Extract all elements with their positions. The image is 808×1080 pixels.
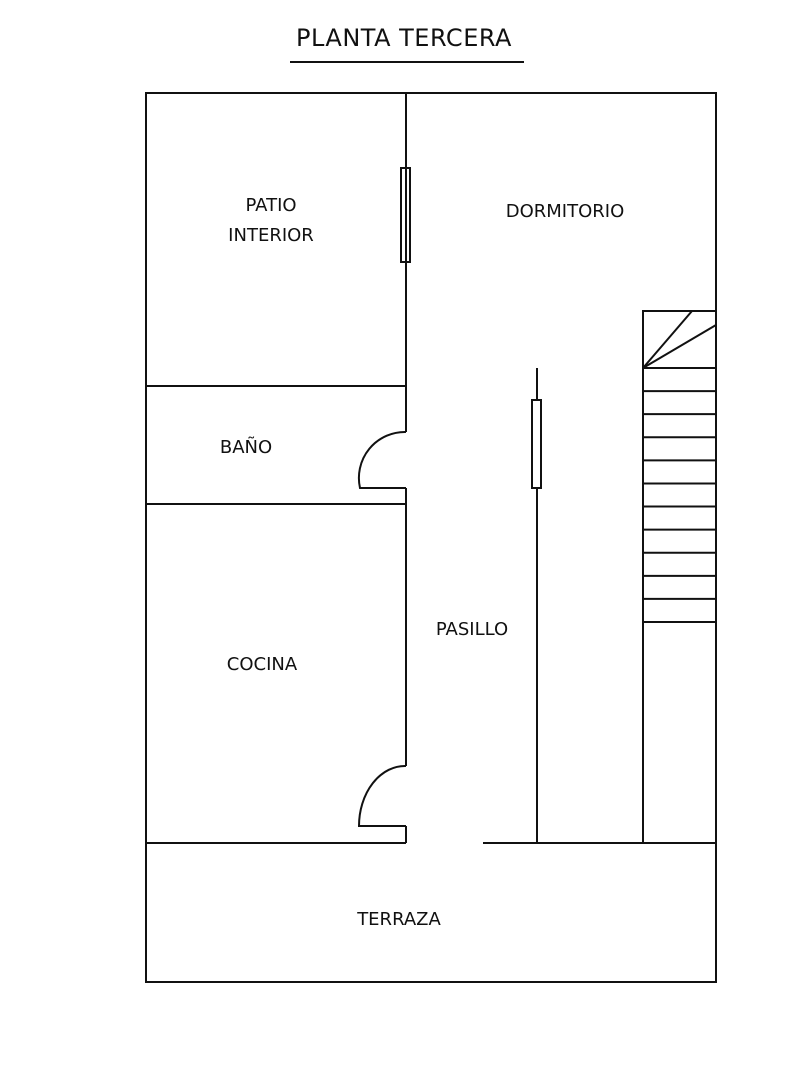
- room-label-patio-line2: INTERIOR: [228, 225, 314, 246]
- room-label-patio-line1: PATIO: [245, 195, 297, 216]
- room-label-terraza: TERRAZA: [357, 909, 441, 930]
- stair-diagonal-2: [642, 324, 717, 369]
- room-label-pasillo: PASILLO: [435, 619, 509, 640]
- staircase-outline: [642, 310, 717, 844]
- staircase: [642, 310, 717, 844]
- stair-diagonal-1: [642, 310, 693, 369]
- room-label-dormitorio: DORMITORIO: [505, 201, 625, 222]
- window-patio: [400, 167, 411, 263]
- room-label-patio-interior: PATIO INTERIOR: [196, 191, 346, 251]
- page-title: PLANTA TERCERA: [296, 24, 512, 52]
- room-label-cocina: COCINA: [226, 654, 298, 675]
- door-bano: [357, 430, 407, 489]
- room-label-bano: BAÑO: [219, 437, 273, 458]
- door-cocina: [357, 764, 407, 827]
- window-corridor: [531, 399, 542, 489]
